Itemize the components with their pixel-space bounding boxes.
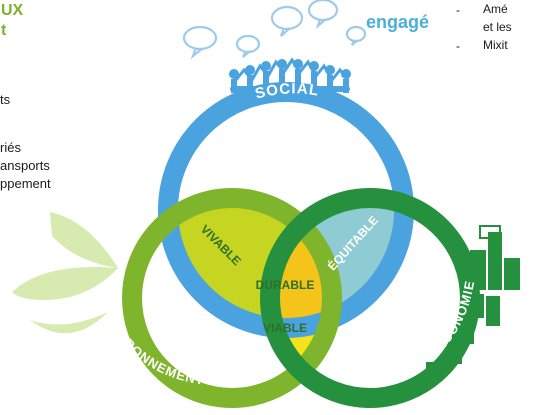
left-heading-line1: UX <box>1 2 24 19</box>
left-line-4: ppement <box>0 176 51 191</box>
durable-label: DURABLE <box>256 278 315 292</box>
bullet-dash-2: - <box>456 39 460 53</box>
right-bullet1-line2: et les <box>483 20 512 34</box>
speech-bubble-icons <box>182 0 367 60</box>
right-bullet2: Mixit <box>483 38 508 52</box>
left-line-3: ansports <box>0 158 50 173</box>
bullet-dash-1: - <box>456 3 460 17</box>
people-chain-icon <box>229 57 351 93</box>
right-bullet1-line1: Amé <box>483 2 508 16</box>
social-label: SOCIAL <box>253 80 320 102</box>
viable-label: VIABLE <box>263 321 307 335</box>
left-line-2: riés <box>0 140 21 155</box>
city-buildings-icon <box>426 225 520 378</box>
environnement-ring <box>122 188 342 408</box>
engage-title: engagé <box>366 12 430 32</box>
leaf-icon <box>12 212 118 334</box>
left-heading-line2: t <box>1 22 7 39</box>
left-line-1: ts <box>0 92 11 107</box>
